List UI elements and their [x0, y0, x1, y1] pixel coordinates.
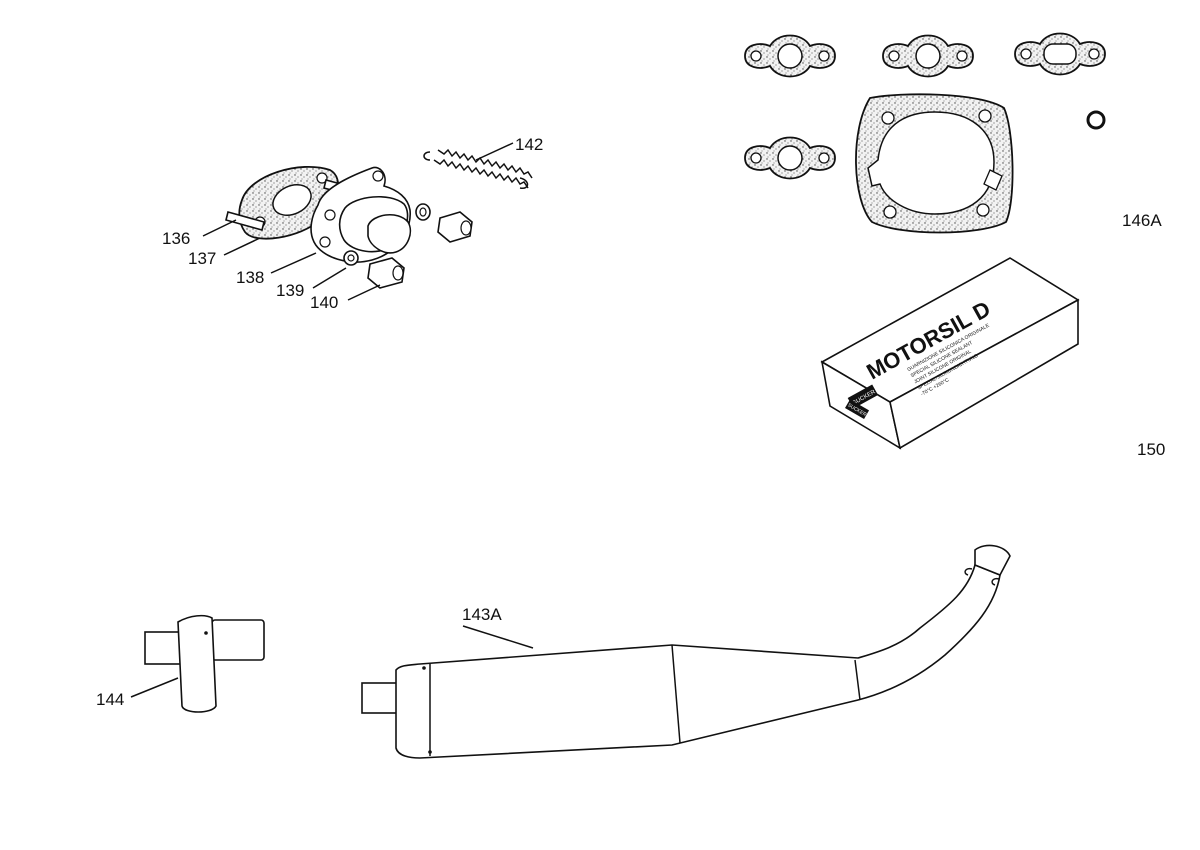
- leader-lines: [130, 142, 534, 698]
- callout-150: 150: [1137, 440, 1165, 459]
- sealant-box-icon: MOTORSIL D GUARNIZIONE SILICONICA ORIGIN…: [820, 257, 1080, 450]
- callout-142: 142: [515, 135, 543, 154]
- callout-136: 136: [162, 229, 190, 248]
- callout-146a: 146A: [1122, 211, 1162, 230]
- muffler-icon: [361, 544, 1011, 759]
- callout-143a: 143A: [462, 605, 502, 624]
- callout-137: 137: [188, 249, 216, 268]
- callout-140: 140: [310, 293, 338, 312]
- spring-icon: [423, 148, 533, 189]
- callout-labels: 136 137 138 139 140 142 143A 144 146A 15…: [96, 135, 1165, 709]
- intake-manifold-icon: [225, 166, 473, 289]
- callout-138: 138: [236, 268, 264, 287]
- callout-144: 144: [96, 690, 124, 709]
- rubber-coupler-icon: [144, 614, 265, 713]
- callout-139: 139: [276, 281, 304, 300]
- gasket-set-icon: [744, 32, 1106, 234]
